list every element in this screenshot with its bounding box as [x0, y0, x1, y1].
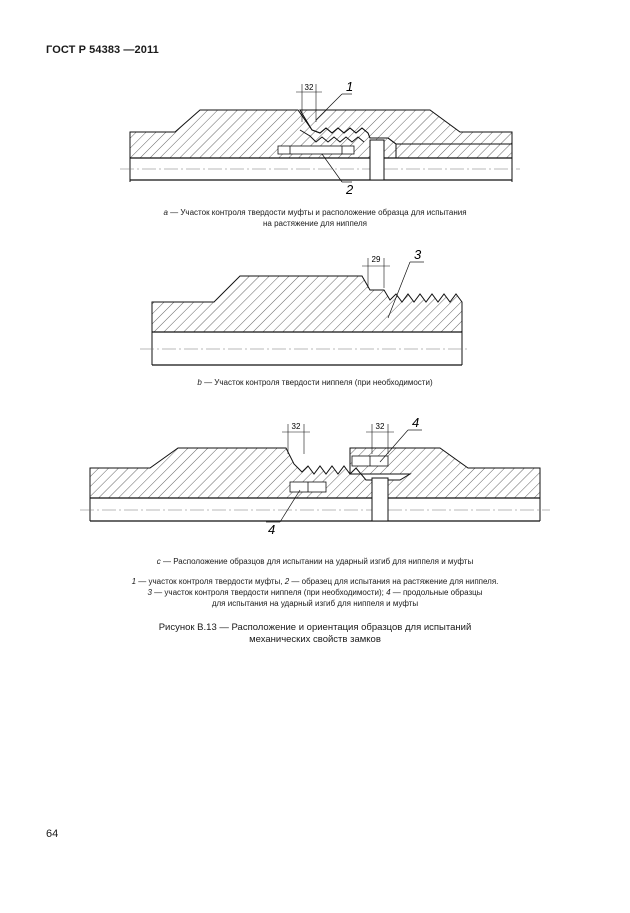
- legend-line1: 1 — участок контроля твердости муфты, 2 …: [131, 577, 499, 586]
- box-part-right: [395, 143, 513, 159]
- page-number: 64: [46, 828, 59, 840]
- drawing-a: 32 1 2: [120, 79, 520, 197]
- caption-b: b — Участок контроля твердости ниппеля (…: [197, 378, 433, 387]
- shoulder: [369, 139, 385, 181]
- drawing-b: 29 3: [140, 247, 470, 366]
- dimension-c-right: 32: [376, 422, 385, 431]
- callout-4-bottom: 4: [268, 522, 275, 537]
- caption-a-line2: на растяжение для ниппеля: [263, 219, 367, 228]
- callout-2: 2: [345, 182, 354, 197]
- callout-4-top: 4: [412, 415, 419, 430]
- caption-a-line1: a — Участок контроля твердости муфты и р…: [163, 208, 467, 217]
- dimension-c-left: 32: [292, 422, 301, 431]
- joint-right: [349, 447, 541, 499]
- shoulder-c: [371, 477, 389, 522]
- drawing-c: 32 32 4 4: [80, 415, 550, 537]
- thread-profile: [299, 129, 365, 143]
- caption-c: c — Расположение образцов для испытании …: [156, 557, 474, 566]
- callout-1: 1: [346, 79, 353, 94]
- nipple-part: [151, 275, 463, 333]
- legend-line2: 3 — участок контроля твердости ниппеля (…: [147, 588, 483, 597]
- callout-3: 3: [414, 247, 422, 262]
- joint-left: [89, 447, 373, 499]
- dimension-a: 32: [305, 83, 314, 92]
- document-header: ГОСТ Р 54383 —2011: [46, 44, 159, 56]
- figure-title-line2: механических свойств замков: [249, 634, 381, 645]
- dimension-b: 29: [372, 255, 381, 264]
- tensile-specimen: [277, 145, 355, 155]
- figure-title-line1: Рисунок В.13 — Расположение и ориентация…: [158, 622, 472, 633]
- legend-line3: для испытания на ударный изгиб для ниппе…: [211, 599, 419, 608]
